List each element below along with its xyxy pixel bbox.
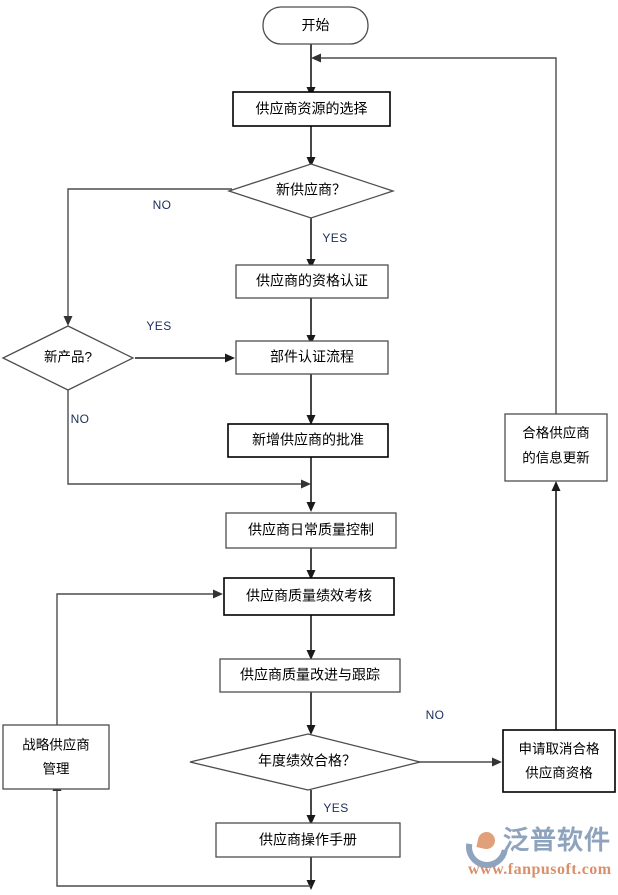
arrowhead-annual-yes — [306, 815, 316, 825]
node-qualified-supplier-update[interactable]: 合格供应商 的信息更新 — [504, 413, 608, 482]
new-product-decision-shape — [1, 325, 135, 391]
edge-label-annual-no: NO — [426, 708, 445, 722]
edge-strategic-to-review — [56, 593, 215, 728]
new-supplier-approval-label: 新增供应商的批准 — [252, 432, 364, 448]
edge-label-new-product-no: NO — [71, 412, 90, 426]
node-supplier-manual[interactable]: 供应商操作手册 — [215, 822, 401, 858]
daily-quality-control-label: 供应商日常质量控制 — [248, 522, 374, 538]
supplier-manual-shape — [215, 822, 401, 858]
supplier-resource-selection-label: 供应商资源的选择 — [256, 101, 368, 117]
annual-performance-decision-shape — [189, 733, 421, 791]
quality-improve-tracking-shape — [219, 658, 401, 693]
edge-newsupplier-no-to-newproduct — [67, 188, 232, 318]
edge-label-new-supplier-yes: YES — [322, 231, 347, 245]
arrowhead-approval-to-dailyqc — [306, 502, 316, 512]
qualified-supplier-update-label-line2: 的信息更新 — [522, 450, 590, 466]
request-cancel-qualification-shape — [502, 729, 616, 793]
new-supplier-decision-shape — [226, 163, 396, 219]
node-strategic-supplier-mgmt[interactable]: 战略供应商 管理 — [2, 724, 110, 790]
supplier-resource-selection-shape — [232, 91, 391, 127]
node-new-supplier-decision[interactable]: 新供应商？ — [226, 163, 396, 219]
node-new-supplier-approval[interactable]: 新增供应商的批准 — [227, 423, 389, 458]
node-request-cancel-qualification[interactable]: 申请取消合格 供应商资格 — [502, 729, 616, 793]
arrowhead-newsupplier-yes — [306, 259, 316, 269]
supplier-qualification-label: 供应商的资格认证 — [256, 273, 368, 289]
edge-newproduct-no-to-trunk — [67, 390, 303, 485]
edge-label-layer: NO YES YES NO NO YES — [71, 198, 445, 815]
start-label: 开始 — [302, 17, 330, 33]
supplier-qualification-shape — [235, 264, 389, 299]
new-supplier-approval-shape — [227, 423, 389, 458]
edge-label-annual-yes: YES — [323, 801, 348, 815]
strategic-supplier-mgmt-shape — [2, 724, 110, 790]
node-quality-improve-tracking[interactable]: 供应商质量改进与跟踪 — [219, 658, 401, 693]
arrowhead-newproduct-no — [301, 479, 311, 489]
arrowhead-improve-to-annual — [306, 725, 316, 735]
node-new-product-decision[interactable]: 新产品? — [1, 325, 135, 391]
arrowhead-newproduct-yes — [225, 353, 235, 363]
strategic-supplier-mgmt-label-line1: 战略供应商 — [22, 737, 90, 753]
part-certification-flow-label: 部件认证流程 — [270, 349, 354, 365]
new-product-decision-label: 新产品? — [44, 350, 92, 365]
node-quality-performance-review[interactable]: 供应商质量绩效考核 — [223, 577, 395, 616]
quality-performance-review-label: 供应商质量绩效考核 — [246, 588, 372, 604]
node-layer: 开始 供应商资源的选择 新供应商？ 供应商的资格认证 新产品? — [1, 6, 616, 858]
request-cancel-qualification-label-line1: 申请取消合格 — [519, 742, 600, 757]
arrowhead-update-return — [311, 53, 321, 63]
supplier-manual-label: 供应商操作手册 — [259, 832, 357, 848]
arrowhead-annual-no — [492, 757, 502, 767]
new-supplier-decision-label: 新供应商？ — [276, 182, 346, 198]
arrowhead-newsupplier-no — [63, 316, 73, 326]
node-supplier-qualification[interactable]: 供应商的资格认证 — [235, 264, 389, 299]
node-part-certification-flow[interactable]: 部件认证流程 — [235, 340, 389, 375]
daily-quality-control-shape — [225, 512, 397, 549]
arrowhead-dailyqc-to-review — [306, 570, 316, 580]
edge-update-return-to-trunk — [319, 57, 557, 420]
part-certification-flow-shape — [235, 340, 389, 375]
node-supplier-resource-selection[interactable]: 供应商资源的选择 — [232, 91, 391, 127]
strategic-supplier-mgmt-label-line2: 管理 — [43, 762, 70, 777]
quality-improve-tracking-label: 供应商质量改进与跟踪 — [240, 667, 380, 683]
arrowhead-strategic-to-review — [213, 589, 223, 599]
start-shape — [262, 6, 369, 45]
arrowhead-manual-down — [306, 880, 316, 890]
annual-performance-decision-label: 年度绩效合格？ — [258, 753, 356, 769]
qualified-supplier-update-shape — [504, 413, 608, 482]
edge-label-new-supplier-no: NO — [153, 198, 172, 212]
arrowhead-review-to-improve — [306, 650, 316, 660]
qualified-supplier-update-label-line1: 合格供应商 — [522, 425, 590, 441]
node-annual-performance-decision[interactable]: 年度绩效合格？ — [189, 733, 421, 791]
edge-manual-to-strategic — [56, 789, 311, 887]
arrowhead-selection-to-newsupplier — [306, 157, 316, 167]
edge-label-new-product-yes: YES — [146, 319, 171, 333]
request-cancel-qualification-label-line2: 供应商资格 — [525, 765, 593, 781]
arrowhead-qualification-to-partcert — [306, 335, 316, 345]
quality-performance-review-shape — [223, 577, 395, 616]
arrowhead-partcert-to-approval — [306, 415, 316, 425]
node-start[interactable]: 开始 — [262, 6, 369, 45]
arrowhead-cancel-to-update — [551, 481, 561, 491]
node-daily-quality-control[interactable]: 供应商日常质量控制 — [225, 512, 397, 549]
